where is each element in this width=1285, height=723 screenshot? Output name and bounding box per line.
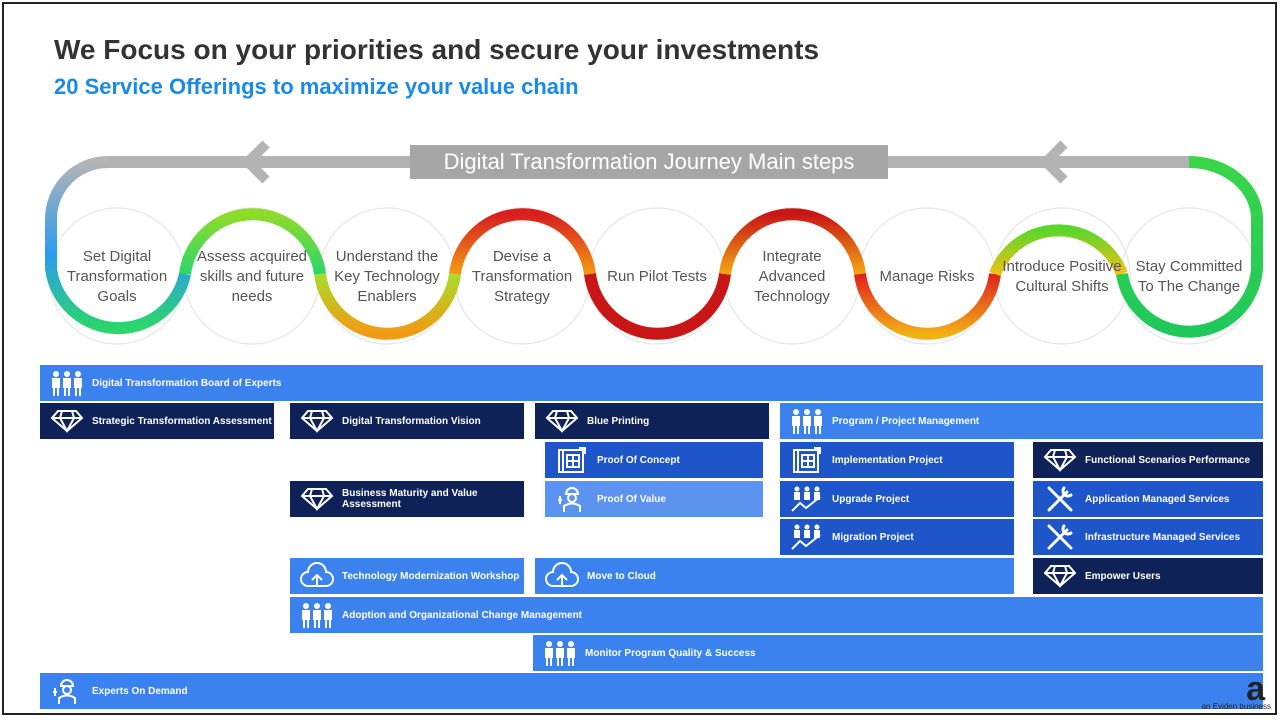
offering-monitor-program-quality[interactable]: Monitor Program Quality & Success <box>533 635 1263 671</box>
step-cultural-shifts: Introduce Positive Cultural Shifts <box>1002 258 1122 295</box>
tools-icon <box>1041 484 1079 514</box>
offering-label: Technology Modernization Workshop <box>342 570 520 582</box>
page-subtitle: 20 Service Offerings to maximize your va… <box>54 74 579 99</box>
offering-label: Move to Cloud <box>587 570 656 582</box>
step-manage-risks: Manage Risks <box>879 268 975 285</box>
offering-application-managed-services[interactable]: Application Managed Services <box>1033 481 1263 517</box>
offering-implementation-project[interactable]: Implementation Project <box>780 442 1014 478</box>
diamond-icon <box>543 406 581 436</box>
growth-people-icon <box>788 522 826 552</box>
offering-label: Program / Project Management <box>832 415 980 427</box>
step-devise-strategy: Devise a Transformation Strategy <box>471 248 573 305</box>
offering-label: Upgrade Project <box>832 493 910 505</box>
logo-mark: a <box>1246 670 1265 708</box>
logo-tagline: an Eviden business <box>1201 702 1271 711</box>
diamond-icon <box>48 406 86 436</box>
offering-strategic-assessment[interactable]: Strategic Transformation Assessment <box>40 403 274 439</box>
offering-label: Proof Of Concept <box>597 454 680 466</box>
offering-label: Application Managed Services <box>1085 493 1230 505</box>
offering-adoption-change-management[interactable]: Adoption and Organizational Change Manag… <box>290 597 1263 633</box>
offering-label: Digital Transformation Vision <box>342 415 481 427</box>
offering-blue-printing[interactable]: Blue Printing <box>535 403 769 439</box>
offering-label: Strategic Transformation Assessment <box>92 415 272 427</box>
diamond-icon <box>1041 445 1079 475</box>
offering-label: Functional Scenarios Performance <box>1085 454 1251 466</box>
offering-label: Blue Printing <box>587 415 650 427</box>
slide: We Focus on your priorities and secure y… <box>2 2 1277 715</box>
offering-experts-on-demand[interactable]: Experts On Demand <box>40 673 1263 709</box>
offering-board-of-experts[interactable]: Digital Transformation Board of Experts <box>40 365 1263 401</box>
cloud-upload-icon <box>298 561 336 591</box>
offering-label: Business Maturity and Value Assessment <box>342 488 478 510</box>
people-icon <box>298 600 336 630</box>
blueprint-icon <box>553 445 591 475</box>
engineer-icon <box>553 484 591 514</box>
offering-label: Adoption and Organizational Change Manag… <box>342 609 583 621</box>
cloud-upload-icon <box>543 561 581 591</box>
offering-upgrade-project[interactable]: Upgrade Project <box>780 481 1014 517</box>
offering-label: Proof Of Value <box>597 493 666 505</box>
offering-move-to-cloud[interactable]: Move to Cloud <box>535 558 1014 594</box>
offering-business-maturity[interactable]: Business Maturity and Value Assessment <box>290 481 524 517</box>
people-icon <box>541 638 579 668</box>
diamond-icon <box>298 406 336 436</box>
step-stay-committed: Stay Committed To The Change <box>1135 258 1243 295</box>
page-title: We Focus on your priorities and secure y… <box>54 34 820 65</box>
offering-proof-of-concept[interactable]: Proof Of Concept <box>545 442 763 478</box>
offering-dt-vision[interactable]: Digital Transformation Vision <box>290 403 524 439</box>
growth-people-icon <box>788 484 826 514</box>
offering-label: Empower Users <box>1085 570 1161 582</box>
people-icon <box>788 406 826 436</box>
step-set-goals: Set Digital Transformation Goals <box>66 248 168 305</box>
offering-label: Implementation Project <box>832 454 943 466</box>
offering-technology-modernization[interactable]: Technology Modernization Workshop <box>290 558 524 594</box>
offering-empower-users[interactable]: Empower Users <box>1033 558 1263 594</box>
offering-program-management[interactable]: Program / Project Management <box>780 403 1263 439</box>
offering-label: Infrastructure Managed Services <box>1085 531 1241 543</box>
journey-title: Digital Transformation Journey Main step… <box>410 145 888 179</box>
diamond-icon <box>1041 561 1079 591</box>
offering-label: Experts On Demand <box>92 685 188 697</box>
step-integrate-technology: Integrate Advanced Technology <box>754 248 830 305</box>
engineer-icon <box>48 676 86 706</box>
offering-label: Monitor Program Quality & Success <box>585 647 756 659</box>
tools-icon <box>1041 522 1079 552</box>
step-run-pilot: Run Pilot Tests <box>607 268 707 285</box>
diamond-icon <box>298 484 336 514</box>
blueprint-icon <box>788 445 826 475</box>
step-assess-skills: Assess acquired skills and future needs <box>196 248 308 305</box>
offering-label: Digital Transformation Board of Experts <box>92 377 282 389</box>
offering-proof-of-value[interactable]: Proof Of Value <box>545 481 763 517</box>
offering-migration-project[interactable]: Migration Project <box>780 519 1014 555</box>
people-icon <box>48 368 86 398</box>
offering-functional-scenarios[interactable]: Functional Scenarios Performance <box>1033 442 1263 478</box>
step-understand-enablers: Understand the Key Technology Enablers <box>334 248 440 305</box>
offering-label: Migration Project <box>832 531 914 543</box>
offering-infrastructure-managed-services[interactable]: Infrastructure Managed Services <box>1033 519 1263 555</box>
